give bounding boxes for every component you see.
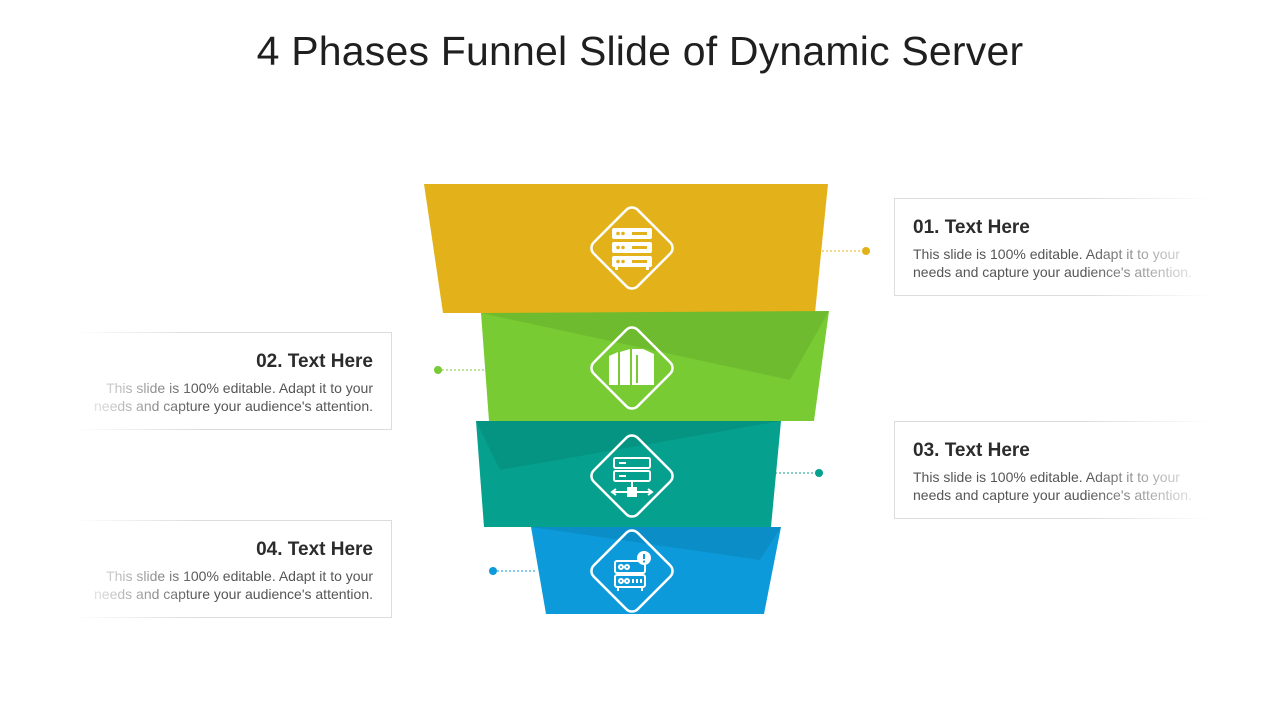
network-server-icon [610,457,654,497]
server-towers-icon [609,349,654,385]
connector-3 [775,469,823,477]
funnel-tier-3 [476,421,781,527]
diamond-1 [590,206,674,290]
phase-4-heading: 04. Text Here [256,539,373,560]
phase-1-body-line2: needs and capture your audience's attent… [913,264,1192,280]
funnel-tier-3-shade [476,421,781,470]
phase-card-2: 02. Text Here This slide is 100% editabl… [72,332,392,430]
phase-3-body-line1: This slide is 100% editable. Adapt it to… [913,469,1180,485]
funnel-tier-4 [531,527,781,614]
phase-2-heading: 02. Text Here [256,351,373,372]
funnel-tier-2 [481,311,829,421]
diamond-2 [590,326,674,410]
server-rack-icon [612,228,652,270]
connector-4 [489,567,536,575]
phase-2-body: This slide is 100% editable. Adapt it to… [73,379,373,415]
phase-2-body-line1: This slide is 100% editable. Adapt it to… [106,380,373,396]
phase-3-body-line2: needs and capture your audience's attent… [913,487,1192,503]
diamond-4 [590,529,674,613]
slide-title: 4 Phases Funnel Slide of Dynamic Server [256,28,1024,74]
phase-4-body-line1: This slide is 100% editable. Adapt it to… [106,568,373,584]
server-alert-icon [614,551,651,591]
funnel-tier-4-shade [531,527,781,560]
diamond-3 [590,434,674,518]
phase-card-3: 03. Text Here This slide is 100% editabl… [894,421,1214,519]
phase-4-body: This slide is 100% editable. Adapt it to… [73,567,373,603]
phase-1-body: This slide is 100% editable. Adapt it to… [913,245,1213,281]
phase-1-heading: 01. Text Here [913,217,1030,238]
phase-3-heading: 03. Text Here [913,440,1030,461]
phase-card-4: 04. Text Here This slide is 100% editabl… [72,520,392,618]
phase-card-1: 01. Text Here This slide is 100% editabl… [894,198,1214,296]
connector-1 [822,247,870,255]
connector-2 [434,366,485,374]
phase-3-body: This slide is 100% editable. Adapt it to… [913,468,1213,504]
phase-2-body-line2: needs and capture your audience's attent… [94,398,373,414]
phase-1-body-line1: This slide is 100% editable. Adapt it to… [913,246,1180,262]
phase-4-body-line2: needs and capture your audience's attent… [94,586,373,602]
